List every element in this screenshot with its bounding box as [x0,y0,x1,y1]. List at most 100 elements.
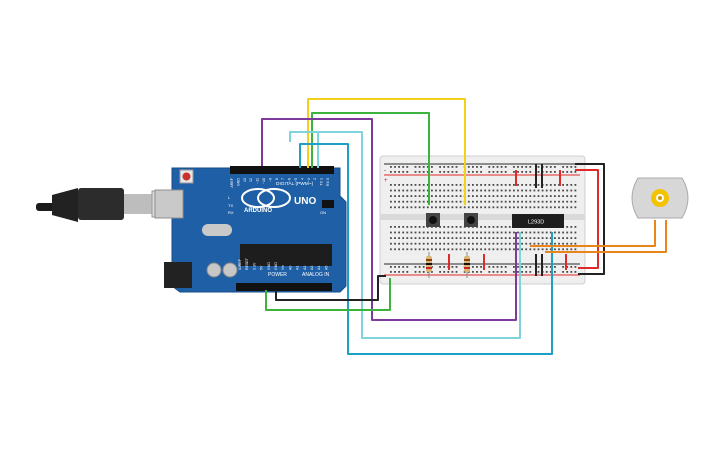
breadboard-hole [431,171,433,173]
breadboard-hole [525,242,528,245]
breadboard-hole [451,195,454,197]
usb-cable-icon[interactable] [36,188,175,222]
breadboard-hole [426,231,429,234]
wire-orange-2[interactable] [545,220,667,253]
led-l-label: L [228,195,231,200]
breadboard-hole [537,184,540,186]
pin-label: 13 [243,178,247,182]
breadboard-hole [406,248,409,251]
reset-button[interactable] [182,172,191,181]
breadboard-hole [529,206,532,209]
breadboard-hole [508,189,511,192]
breadboard-hole [513,195,515,197]
breadboard-hole [406,189,409,192]
dc-motor[interactable] [631,177,689,219]
breadboard-hole [443,226,446,228]
breadboard-hole [496,195,499,197]
breadboard-hole [463,248,466,251]
breadboard-hole [455,237,458,239]
wire-black-bottom[interactable] [275,275,386,301]
breadboard-hole [480,166,482,168]
pin-label: GND [236,178,240,186]
breadboard-hole [508,195,511,197]
wire-green-bottom[interactable] [265,278,391,311]
breadboard-hole [500,237,503,239]
breadboard-hole [426,166,429,168]
wire-cyan[interactable] [289,131,521,339]
led-on-label: ON [320,210,326,215]
wire-yellow[interactable] [307,98,466,205]
breadboard-hole [496,231,499,234]
breadboard-hole [455,166,458,168]
breadboard-hole [558,206,560,209]
breadboard-hole [402,226,405,228]
breadboard-hole [463,242,466,245]
breadboard-hole [398,166,400,168]
wire-red-rail[interactable] [575,169,599,269]
resistor-1[interactable] [426,252,432,278]
breadboard-hole [472,184,474,186]
breadboard-hole [488,226,491,228]
breadboard-hole [529,266,532,268]
breadboard-hole [492,200,495,203]
breadboard-hole [406,242,409,245]
breadboard-hole [513,248,515,251]
breadboard-hole [390,237,392,239]
breadboard-hole [422,226,425,228]
breadboard-hole [545,242,548,245]
wire-orange-1[interactable] [530,220,656,247]
breadboard-hole [394,271,396,273]
wire-green-top[interactable] [311,112,430,205]
breadboard-hole [443,184,446,186]
breadboard-hole [521,200,523,203]
breadboard-hole [472,166,474,168]
breadboard-hole [504,242,507,245]
breadboard-hole [459,231,462,234]
breadboard-hole [443,266,446,268]
breadboard-hole [418,171,421,173]
motor-driver-chip[interactable]: L293D [512,214,564,228]
breadboard-hole [521,242,523,245]
breadboard-hole [476,189,478,192]
pushbutton-1[interactable] [426,213,440,227]
resistor-2[interactable] [464,252,470,278]
breadboard-hole [390,242,392,245]
breadboard-hole [545,171,548,173]
breadboard-hole [521,271,523,273]
breadboard[interactable]: - + [379,155,586,285]
breadboard-hole [467,206,470,209]
wires[interactable] [261,98,667,355]
breadboard-hole [414,171,417,173]
breadboard-hole [406,206,409,209]
breadboard-hole [422,231,425,234]
pin-label: A3 [310,266,314,270]
breadboard-hole [529,184,532,186]
breadboard-hole [426,184,429,186]
breadboard-hole [508,200,511,203]
breadboard-hole [455,226,458,228]
breadboard-hole [410,248,413,251]
breadboard-hole [435,184,437,186]
breadboard-hole [443,237,446,239]
arduino-board[interactable]: ARDUINO UNO DIGITAL (PWM~) POWER ANALOG … [154,166,347,293]
breadboard-hole [504,171,507,173]
breadboard-hole [500,226,503,228]
breadboard-hole [406,237,409,239]
breadboard-hole [513,200,515,203]
breadboard-hole [508,184,511,186]
breadboard-hole [513,184,515,186]
wire-purple[interactable] [261,118,517,321]
breadboard-hole [443,166,446,168]
breadboard-hole [451,226,454,228]
breadboard-hole [431,242,433,245]
breadboard-hole [500,166,503,168]
wire-black-rail[interactable] [575,163,605,275]
breadboard-hole [549,242,552,245]
breadboard-hole [467,237,470,239]
wire-blue[interactable] [299,143,553,355]
breadboard-hole [570,171,573,173]
breadboard-hole [513,237,515,239]
pushbutton-2[interactable] [464,213,478,227]
